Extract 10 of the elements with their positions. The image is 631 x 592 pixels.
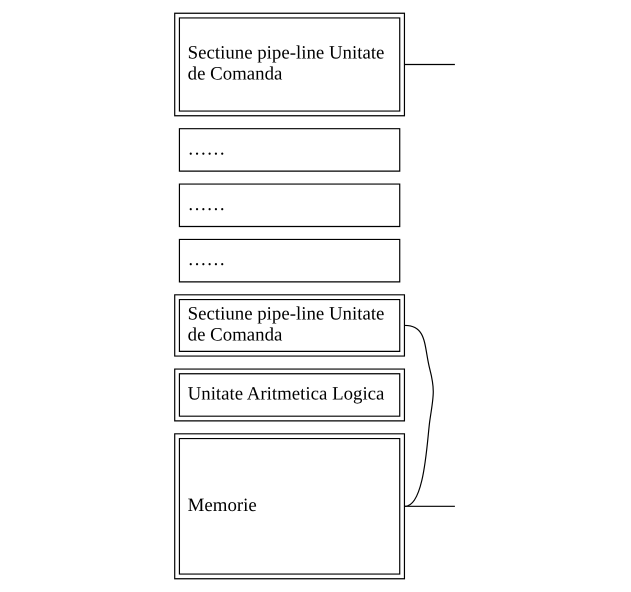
connector <box>404 64 455 66</box>
node-box: …… <box>178 183 400 228</box>
connector <box>404 324 434 507</box>
connector <box>404 506 455 507</box>
node-box: Memorie <box>174 433 406 580</box>
node-box: Sectiune pipe-line Unitate de Comanda <box>174 12 406 116</box>
node-box: Unitate Aritmetica Logica <box>174 368 406 422</box>
node-box: …… <box>178 238 400 282</box>
node-box: Sectiune pipe-line Unitate de Comanda <box>174 294 406 357</box>
node-box: …… <box>178 128 400 172</box>
